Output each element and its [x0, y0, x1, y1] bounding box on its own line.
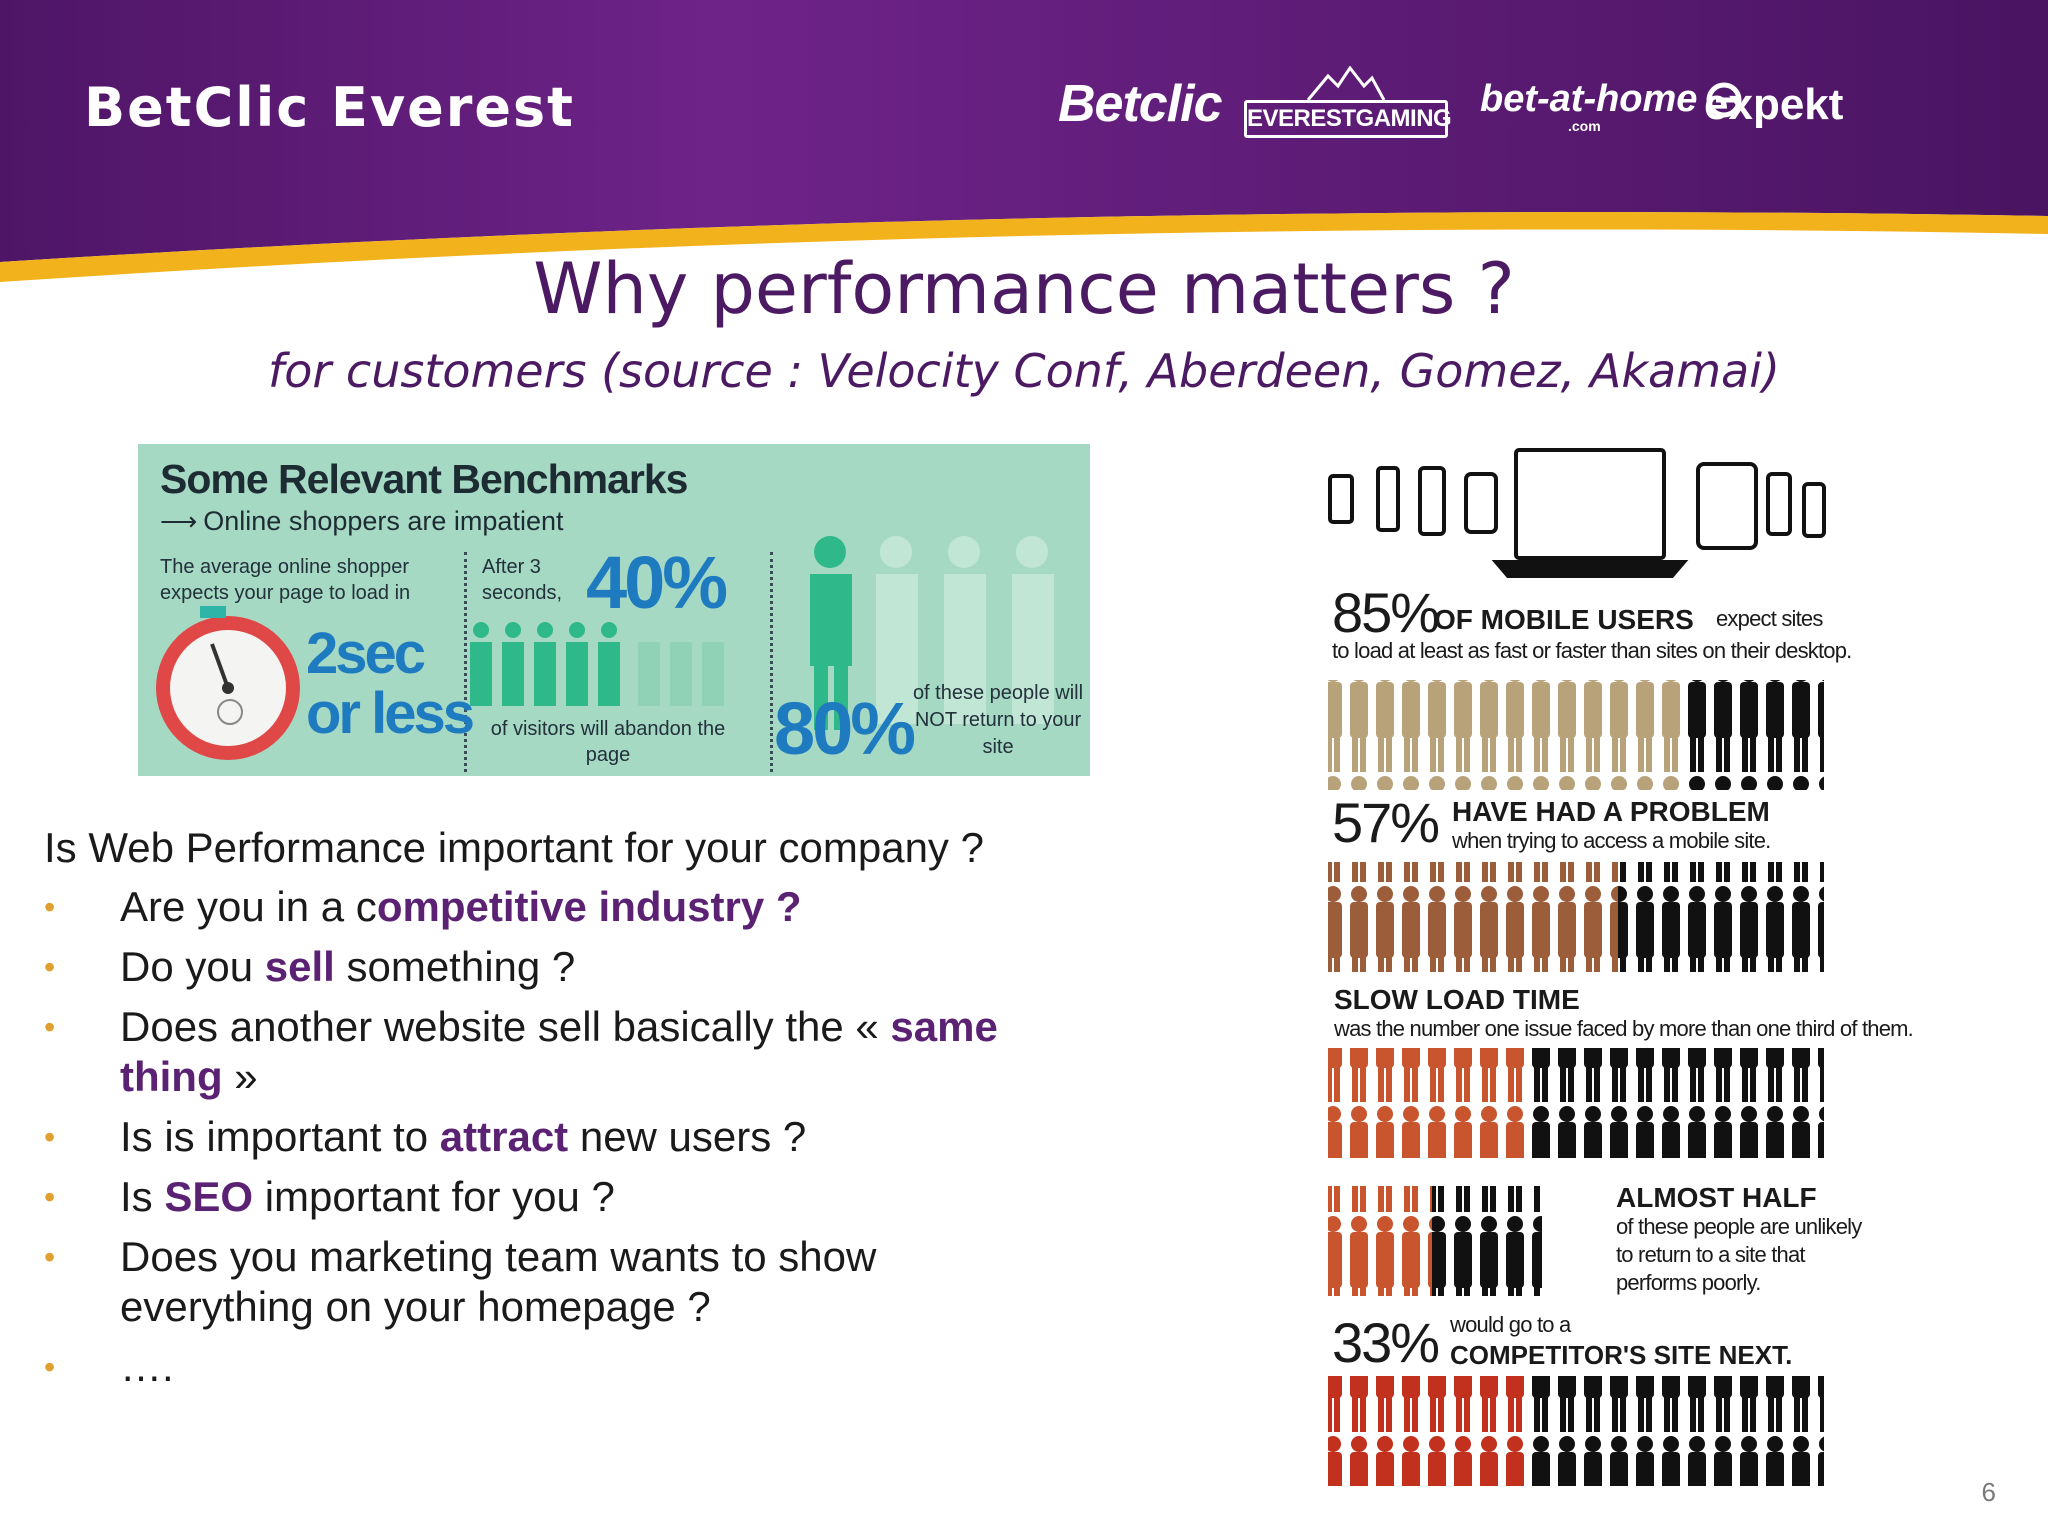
- after-text: After 3 seconds,: [482, 556, 563, 604]
- crowd-57-icon: [1328, 862, 1618, 972]
- crowd-85-icon: [1328, 680, 1688, 790]
- load-time-suffix: or less: [306, 681, 475, 746]
- abandon-percent: 40%: [586, 541, 728, 624]
- benchmarks-panel: Some Relevant Benchmarks ⟶Online shopper…: [138, 444, 1090, 776]
- stat-half-line3: to return to a site that: [1616, 1242, 1806, 1267]
- bet-at-home-label: bet-at-home: [1480, 78, 1698, 120]
- page-number: 6: [1981, 1477, 1996, 1507]
- expekt-swirl-icon: [1706, 82, 1742, 118]
- stat-85-percent: 85%: [1332, 581, 1440, 644]
- benchmark-divider: [770, 552, 773, 772]
- stat-33-caps: COMPETITOR'S SITE NEXT.: [1450, 1340, 1793, 1370]
- crowd-slow-icon: [1328, 1048, 1524, 1158]
- header-band: [0, 0, 2048, 282]
- benchmarks-title: Some Relevant Benchmarks: [160, 456, 688, 502]
- everest-gaming-logo: EVERESTGAMING: [1244, 66, 1452, 138]
- bullet-icon: •: [44, 889, 56, 925]
- brand-title: BetClic Everest: [84, 76, 575, 139]
- list-item: •Is is important to attract new users ?: [44, 1113, 807, 1160]
- stat-33-percent: 33%: [1332, 1311, 1440, 1374]
- return-figures-icon: [810, 536, 1054, 730]
- slide-title: Why performance matters ?: [533, 248, 1515, 330]
- crowd-33-icon: [1328, 1376, 1524, 1486]
- bullet-icon: •: [44, 949, 56, 985]
- devices-icon: [1328, 448, 1826, 578]
- list-item: •Do you sell something ?: [44, 943, 576, 990]
- list-item: •Does another website sell basically the…: [44, 1003, 998, 1100]
- slide-header: BetClic Everest Betclic EVERESTGAMING be…: [0, 0, 2048, 290]
- stat-57-caps: HAVE HAD A PROBLEM: [1452, 796, 1770, 827]
- stopwatch-icon: [156, 606, 300, 760]
- stat-half-line2: of these people are unlikely: [1616, 1214, 1862, 1239]
- questions-list: •Are you in a competitive industry ? •Do…: [44, 882, 1074, 1402]
- mobile-infographic: 85% OF MOBILE USERS expect sites to load…: [1320, 444, 1914, 1494]
- abandon-text: of visitors will abandon the page: [490, 718, 726, 766]
- stat-85-tail: expect sites: [1716, 606, 1823, 631]
- infographic-graphics: [1328, 448, 1826, 1486]
- return-text: of these people will NOT return to your …: [912, 682, 1084, 758]
- bet-at-home-sub: .com: [1568, 118, 1601, 134]
- stat-slow-line2: was the number one issue faced by more t…: [1334, 1016, 1914, 1041]
- shopper-text: The average online shopper expects your …: [160, 556, 411, 604]
- abandon-figures-icon: [470, 622, 620, 706]
- list-item: •Are you in a competitive industry ?: [44, 883, 802, 930]
- load-time-stat: 2sec or less: [306, 621, 475, 746]
- stat-57-percent: 57%: [1332, 791, 1440, 854]
- list-item: •Does you marketing team wants to show e…: [44, 1233, 877, 1330]
- everest-gaming-label: EVERESTGAMING: [1244, 100, 1452, 138]
- betclic-logo: Betclic: [1058, 75, 1223, 133]
- bullet-icon: •: [44, 1349, 56, 1385]
- expekt-label: expekt: [1704, 80, 1844, 129]
- bullet-icon: •: [44, 1119, 56, 1155]
- list-item: •Is SEO important for you ?: [44, 1173, 615, 1220]
- mountain-icon: [1306, 66, 1386, 101]
- benchmarks-subtitle-text: Online shoppers are impatient: [203, 506, 564, 536]
- stat-half-line4: performs poorly.: [1616, 1270, 1761, 1295]
- bullet-icon: •: [44, 1179, 56, 1215]
- stat-slow-caps: SLOW LOAD TIME: [1334, 984, 1580, 1015]
- expekt-logo: expekt: [1704, 80, 1843, 130]
- load-time-value: 2sec: [306, 621, 426, 686]
- benchmark-divider: [464, 552, 467, 772]
- bullet-icon: •: [44, 1009, 56, 1045]
- stat-half-caps: ALMOST HALF: [1616, 1182, 1817, 1213]
- slide-subtitle: for customers (source : Velocity Conf, A…: [268, 344, 1780, 398]
- questions-heading: Is Web Performance important for your co…: [44, 824, 984, 871]
- benchmarks-graphics: [156, 536, 1054, 760]
- crowd-half-icon: [1328, 1186, 1432, 1296]
- bet-at-home-logo: bet-at-home .com: [1480, 78, 1698, 134]
- benchmarks-subtitle: ⟶Online shoppers are impatient: [160, 506, 563, 537]
- bullet-icon: •: [44, 1239, 56, 1275]
- stat-57-line2: when trying to access a mobile site.: [1452, 828, 1771, 853]
- list-item: •….: [44, 1343, 174, 1390]
- stat-85-caps: OF MOBILE USERS: [1434, 604, 1694, 635]
- stat-33-small: would go to a: [1450, 1312, 1571, 1337]
- arrow-right-icon: ⟶: [160, 506, 198, 536]
- stat-85-line2: to load at least as fast or faster than …: [1332, 638, 1852, 663]
- return-percent: 80%: [774, 687, 916, 770]
